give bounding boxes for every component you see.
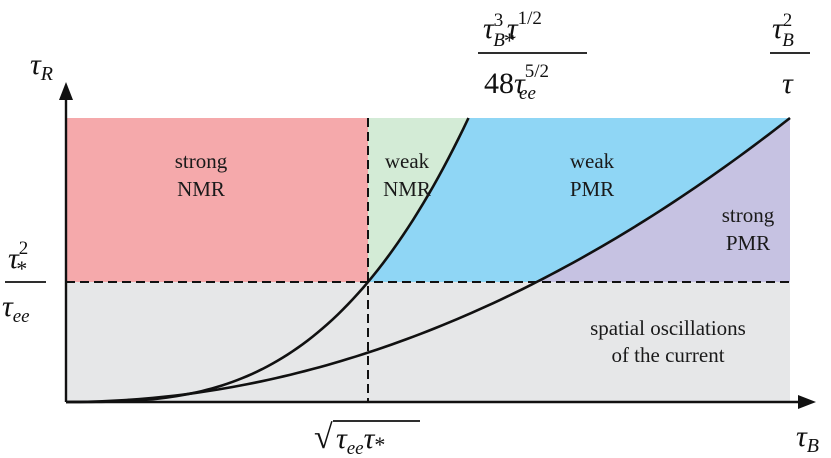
svg-text:τ: τ xyxy=(782,67,794,100)
region-strong-pmr xyxy=(536,118,790,282)
strong-pmr-label-line1: strong xyxy=(722,203,775,227)
svg-text:τee: τee xyxy=(2,290,30,327)
svg-text:τ2*: τ2* xyxy=(8,238,28,281)
spatial-oscillations-label-line1: spatial oscillations xyxy=(590,316,746,340)
weak-pmr-label-line2: PMR xyxy=(570,177,614,201)
region-weak-nmr xyxy=(368,118,469,282)
x-threshold-formula: √ τeeτ* xyxy=(314,419,420,458)
y-axis-label: τR xyxy=(30,48,53,85)
svg-text:τeeτ*: τeeτ* xyxy=(336,422,385,458)
weak-pmr-label-line1: weak xyxy=(570,149,615,173)
svg-text:τ2B: τ2B xyxy=(772,10,794,51)
strong-nmr-label-line1: strong xyxy=(175,149,228,173)
svg-text:48τ5/2ee: 48τ5/2ee xyxy=(484,61,549,104)
boundary-curve-2 xyxy=(65,116,791,404)
svg-text:√: √ xyxy=(314,419,333,456)
y-axis-arrowhead xyxy=(59,82,73,100)
region-weak-pmr xyxy=(368,118,790,282)
weak-nmr-label-line2: NMR xyxy=(383,177,431,201)
weak-nmr-label-line1: weak xyxy=(385,149,430,173)
x-axis-arrowhead xyxy=(798,395,816,409)
spatial-oscillations-label-line2: of the current xyxy=(611,343,724,367)
region-spatial-oscillations xyxy=(66,282,790,402)
region-strong-nmr xyxy=(66,118,368,282)
x-axis-label: τB xyxy=(796,420,819,457)
strong-pmr-label-line2: PMR xyxy=(726,231,770,255)
y-threshold-formula: τ2* τee xyxy=(2,238,46,327)
strong-nmr-label-line2: NMR xyxy=(177,177,225,201)
